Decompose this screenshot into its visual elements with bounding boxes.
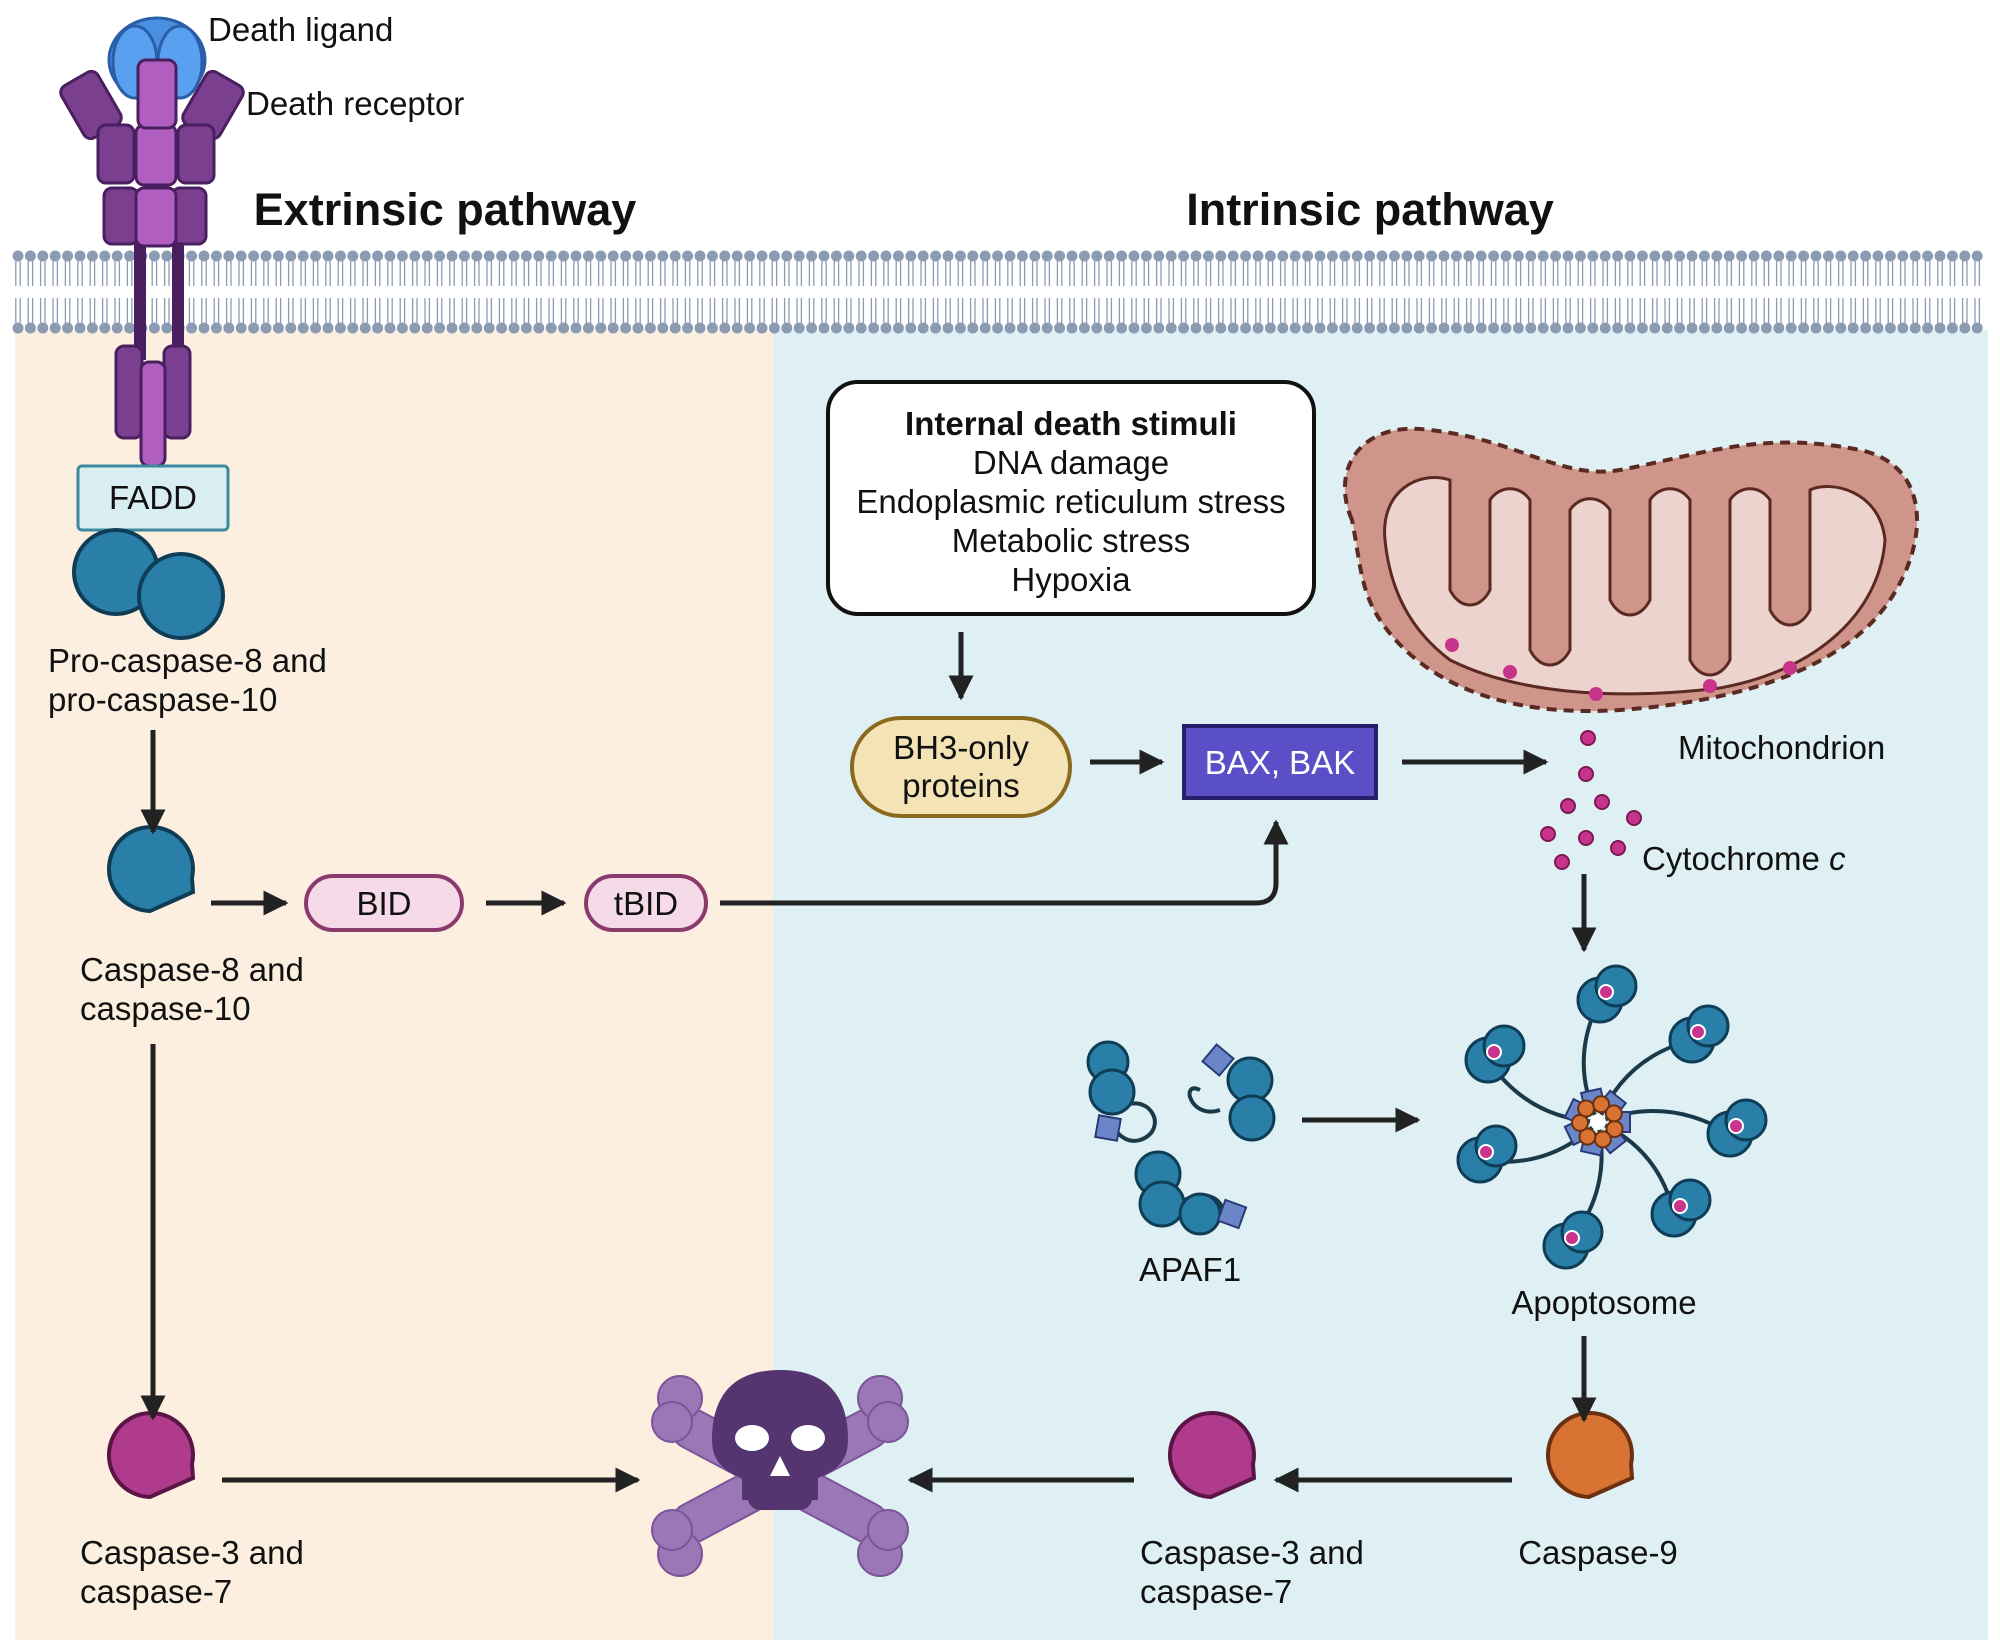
- stimuli-title: Internal death stimuli: [905, 405, 1237, 442]
- arrows: [140, 632, 1597, 1493]
- caspase8-label-1: Caspase-8 and: [80, 951, 304, 988]
- procaspase-label-2: pro-caspase-10: [48, 681, 277, 718]
- caspase9-label: Caspase-9: [1518, 1534, 1678, 1571]
- caspase8-label-2: caspase-10: [80, 990, 251, 1027]
- mitochondrion-label: Mitochondrion: [1678, 729, 1885, 766]
- death-receptor-label: Death receptor: [246, 85, 464, 122]
- caspase3-intrinsic-icon: [1168, 1411, 1257, 1500]
- tbid-pill: [584, 874, 708, 932]
- stimuli-box: [826, 380, 1316, 616]
- apoptosome-icon: [1456, 964, 1768, 1270]
- caspase3-extrinsic-icon: [107, 1411, 196, 1500]
- caspase9-icon: [1546, 1411, 1635, 1500]
- mitochondrion-icon: [1342, 426, 1919, 713]
- stimulus-1: DNA damage: [973, 444, 1169, 481]
- apaf1-icon: [1086, 1040, 1276, 1236]
- death-receptor: [59, 16, 245, 468]
- bh3-label-2: proteins: [902, 767, 1019, 804]
- caspase3-extrinsic-label-2: caspase-7: [80, 1573, 232, 1610]
- bid-label: BID: [356, 885, 411, 922]
- stimulus-4: Hypoxia: [1011, 561, 1131, 598]
- death-ligand-label: Death ligand: [208, 11, 393, 48]
- baxbak-label: BAX, BAK: [1205, 744, 1355, 781]
- apaf1-label: APAF1: [1139, 1251, 1241, 1288]
- extrinsic-title: Extrinsic pathway: [254, 184, 637, 235]
- bh3-pill: [850, 716, 1072, 818]
- procaspase-label-1: Pro-caspase-8 and: [48, 642, 327, 679]
- apoptosome-label: Apoptosome: [1511, 1284, 1696, 1321]
- tbid-label: tBID: [614, 885, 678, 922]
- caspase3-extrinsic-label-1: Caspase-3 and: [80, 1534, 304, 1571]
- intrinsic-title: Intrinsic pathway: [1186, 184, 1554, 235]
- cytochrome-c-label: Cytochrome c: [1642, 840, 1846, 877]
- bh3-label-1: BH3-only: [893, 729, 1029, 766]
- caspase3-intrinsic-label-2: caspase-7: [1140, 1573, 1292, 1610]
- procaspase-spheres: [72, 528, 225, 640]
- cell-membrane: [12, 250, 1983, 334]
- baxbak-box: [1182, 724, 1378, 800]
- stimulus-2: Endoplasmic reticulum stress: [856, 483, 1285, 520]
- stimulus-3: Metabolic stress: [952, 522, 1190, 559]
- caspase3-intrinsic-label-1: Caspase-3 and: [1140, 1534, 1364, 1571]
- fadd-box: [76, 464, 230, 532]
- bid-pill: [304, 874, 464, 932]
- caspase8-icon: [107, 825, 196, 914]
- cell-death-skull-icon: [651, 1370, 909, 1577]
- cytochrome-c-dots: [1540, 730, 1642, 870]
- fadd-label: FADD: [109, 479, 197, 516]
